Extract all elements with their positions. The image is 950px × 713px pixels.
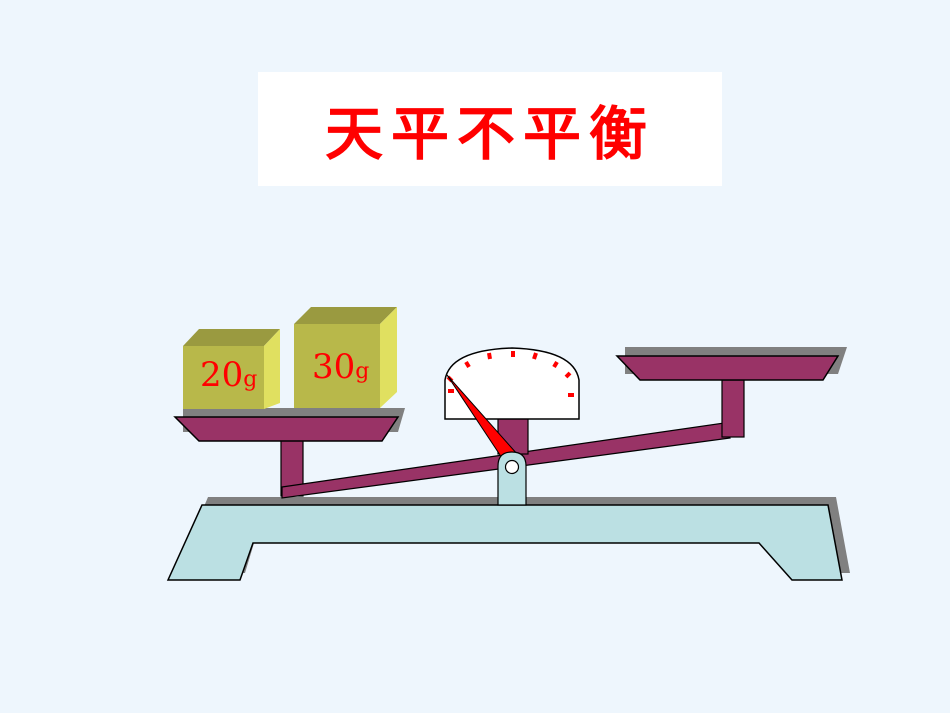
weight-30g-label: 30 xyxy=(312,347,355,387)
weight-20g: 20g xyxy=(183,329,280,409)
title-box: 天平不平衡 xyxy=(258,72,722,186)
right-pan xyxy=(615,347,847,381)
weight-20g-label: 20 xyxy=(200,355,243,395)
dial-face xyxy=(444,347,580,420)
right-pan-post xyxy=(721,379,745,438)
left-pan xyxy=(173,408,405,442)
weight-30g: 30g xyxy=(294,307,397,408)
svg-text:30g: 30g xyxy=(312,347,369,387)
scale-base xyxy=(166,497,850,581)
slide-title: 天平不平衡 xyxy=(324,100,655,168)
pivot-support xyxy=(497,451,527,506)
svg-text:20g: 20g xyxy=(200,355,257,395)
